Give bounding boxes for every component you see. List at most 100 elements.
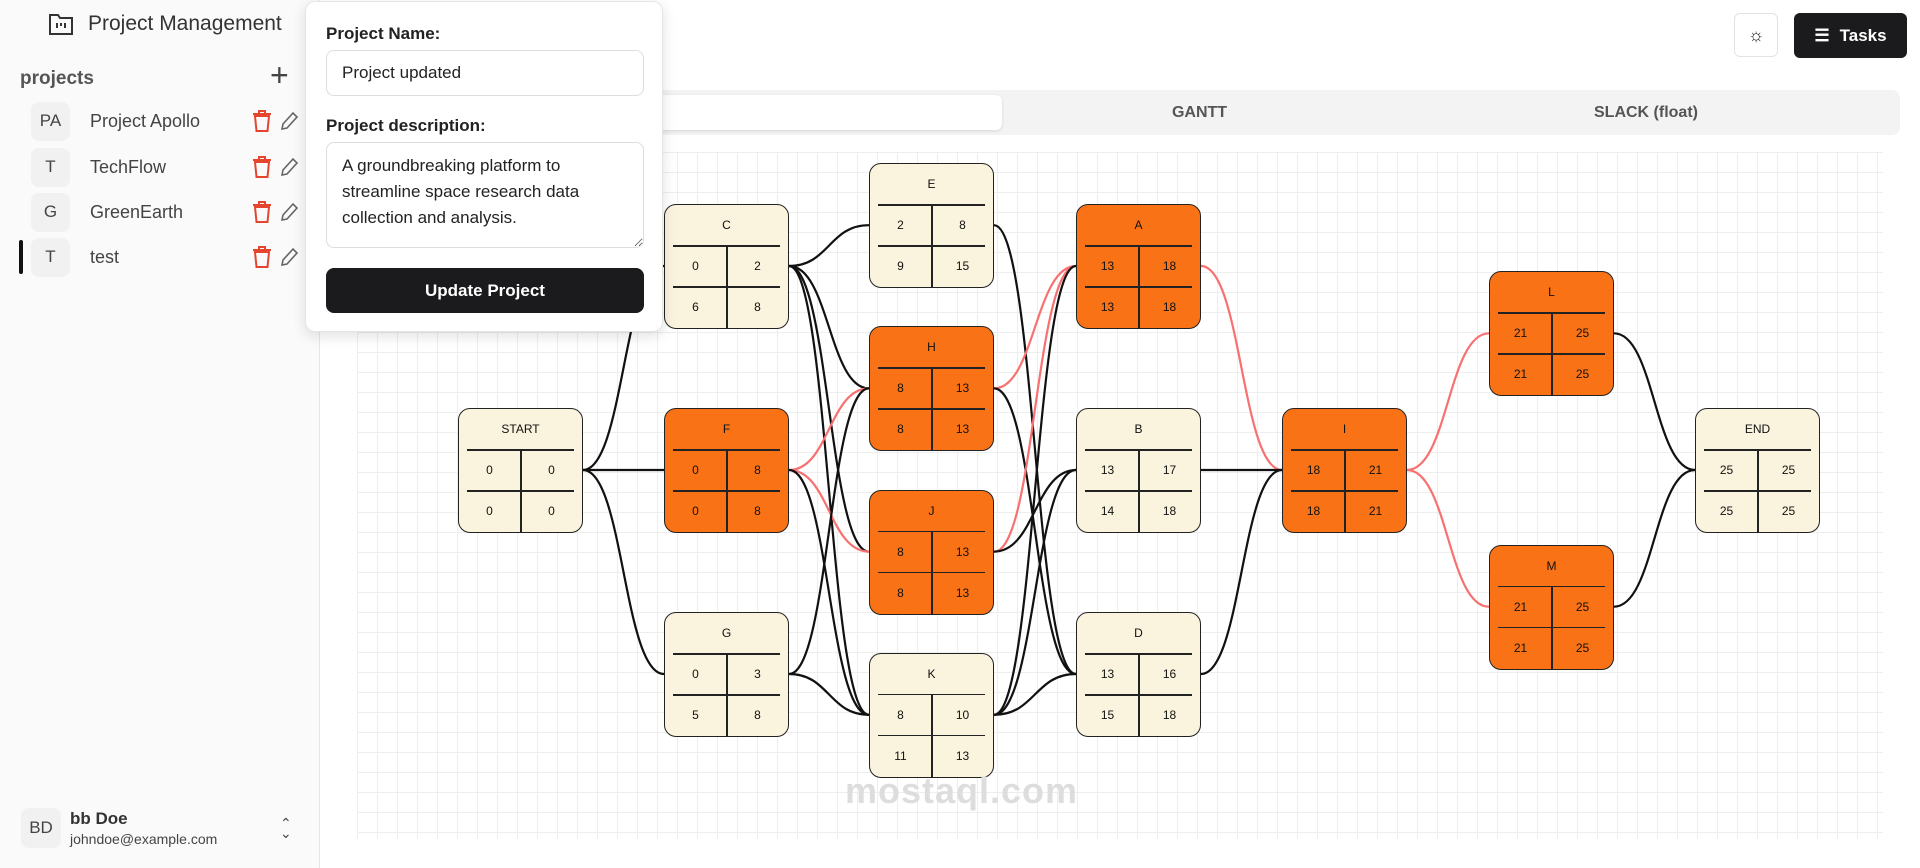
task-node-d[interactable]: D 13 16 15 18 (1076, 612, 1201, 737)
late-start: 5 (692, 708, 699, 722)
divider (1551, 313, 1553, 396)
early-start: 8 (897, 707, 904, 722)
divider (1551, 586, 1553, 669)
early-finish: 16 (1162, 667, 1177, 681)
late-finish: 18 (1162, 300, 1177, 314)
early-finish: 0 (548, 463, 555, 477)
late-start: 18 (1306, 504, 1321, 518)
tab-slack[interactable]: SLACK (float) (1594, 103, 1698, 121)
app-brand[interactable]: Project Management (48, 12, 282, 36)
early-finish: 2 (754, 259, 761, 273)
divider (1085, 653, 1192, 655)
kanban-folder-icon (49, 14, 73, 35)
task-node-l[interactable]: L 21 25 21 25 (1489, 271, 1614, 397)
task-node-start[interactable]: START 0 0 0 0 (458, 408, 583, 533)
pencil-icon[interactable] (279, 155, 299, 179)
late-finish: 13 (955, 748, 970, 763)
divider (1757, 450, 1759, 532)
early-finish: 18 (1162, 259, 1177, 273)
sidebar-item-project[interactable]: PA Project Apollo (0, 100, 320, 142)
task-node-k[interactable]: K 8 10 11 13 (869, 652, 994, 778)
late-finish: 8 (754, 708, 761, 722)
project-description-input[interactable]: A groundbreaking platform to streamline … (326, 142, 644, 248)
pencil-icon[interactable] (279, 200, 299, 224)
task-node-b[interactable]: B 13 17 14 18 (1076, 408, 1201, 533)
late-finish: 21 (1368, 504, 1383, 518)
divider (878, 367, 985, 369)
tab-network[interactable] (645, 95, 1002, 130)
project-avatar: PA (31, 101, 70, 141)
task-name: START (501, 422, 540, 436)
early-finish: 13 (955, 381, 970, 396)
late-start: 6 (692, 300, 699, 314)
divider (726, 246, 728, 328)
early-start: 0 (692, 667, 699, 681)
list-icon: ☰ (1814, 25, 1830, 45)
task-name: B (1134, 422, 1143, 436)
late-finish: 0 (548, 504, 555, 518)
project-avatar: T (31, 147, 70, 187)
add-project-button[interactable]: + (270, 57, 289, 93)
task-node-a[interactable]: A 13 18 13 18 (1076, 204, 1201, 329)
early-start: 2 (897, 218, 904, 233)
task-node-e[interactable]: E 2 8 9 15 (869, 163, 994, 289)
early-finish: 25 (1781, 463, 1796, 477)
projects-heading: projects (20, 68, 94, 89)
project-name: test (90, 246, 120, 267)
task-node-i[interactable]: I 18 21 18 21 (1282, 408, 1407, 533)
task-node-end[interactable]: END 25 25 25 25 (1695, 408, 1820, 533)
project-name: GreenEarth (90, 201, 184, 222)
late-finish: 13 (955, 585, 970, 600)
theme-toggle-button[interactable]: ☼ (1734, 13, 1778, 57)
task-node-j[interactable]: J 8 13 8 13 (869, 489, 994, 615)
late-finish: 8 (754, 504, 761, 518)
active-indicator (19, 240, 23, 274)
task-name: K (927, 666, 936, 681)
late-start: 13 (1100, 300, 1115, 314)
project-name-input[interactable] (326, 50, 644, 96)
divider (673, 653, 780, 655)
divider (931, 694, 933, 777)
user-menu[interactable]: BD bb Doe johndoe@example.com ⌃⌄ (0, 800, 320, 860)
late-finish: 18 (1162, 708, 1177, 722)
pencil-icon[interactable] (279, 245, 299, 269)
tab-gantt[interactable]: GANTT (1171, 103, 1228, 121)
sidebar-item-project[interactable]: T test (0, 236, 320, 278)
early-start: 13 (1100, 463, 1115, 477)
late-start: 8 (897, 585, 904, 600)
early-finish: 10 (955, 707, 970, 722)
early-start: 25 (1719, 463, 1734, 477)
late-start: 21 (1513, 640, 1528, 655)
task-node-h[interactable]: H 8 13 8 13 (869, 326, 994, 452)
chevron-up-down-icon[interactable]: ⌃⌄ (280, 815, 292, 841)
divider (1138, 246, 1140, 328)
tasks-button[interactable]: ☰Tasks (1794, 13, 1907, 58)
early-finish: 17 (1162, 463, 1177, 477)
early-finish: 8 (959, 218, 966, 233)
task-node-g[interactable]: G 0 3 5 8 (664, 612, 789, 737)
sidebar-item-project[interactable]: G GreenEarth (0, 191, 320, 233)
sidebar-item-project[interactable]: T TechFlow (0, 146, 320, 188)
project-name-label: Project Name: (326, 24, 441, 43)
trash-icon[interactable] (252, 109, 272, 133)
task-name: H (927, 340, 936, 355)
divider (467, 449, 574, 451)
pencil-icon[interactable] (279, 109, 299, 133)
divider (520, 450, 522, 532)
early-finish: 21 (1368, 463, 1383, 477)
project-name: TechFlow (90, 156, 167, 177)
task-name: A (1134, 218, 1143, 232)
trash-icon[interactable] (252, 245, 272, 269)
task-node-m[interactable]: M 21 25 21 25 (1489, 544, 1614, 670)
late-start: 9 (897, 259, 904, 274)
view-tabs: GANTT SLACK (float) (640, 90, 1900, 135)
late-finish: 13 (955, 422, 970, 437)
divider (1085, 245, 1192, 247)
update-project-button[interactable]: Update Project (326, 268, 644, 313)
task-node-c[interactable]: C 0 2 6 8 (664, 204, 789, 329)
trash-icon[interactable] (252, 200, 272, 224)
project-avatar: T (31, 237, 70, 277)
task-node-f[interactable]: F 0 8 0 8 (664, 408, 789, 533)
task-name: G (721, 626, 732, 640)
trash-icon[interactable] (252, 155, 272, 179)
